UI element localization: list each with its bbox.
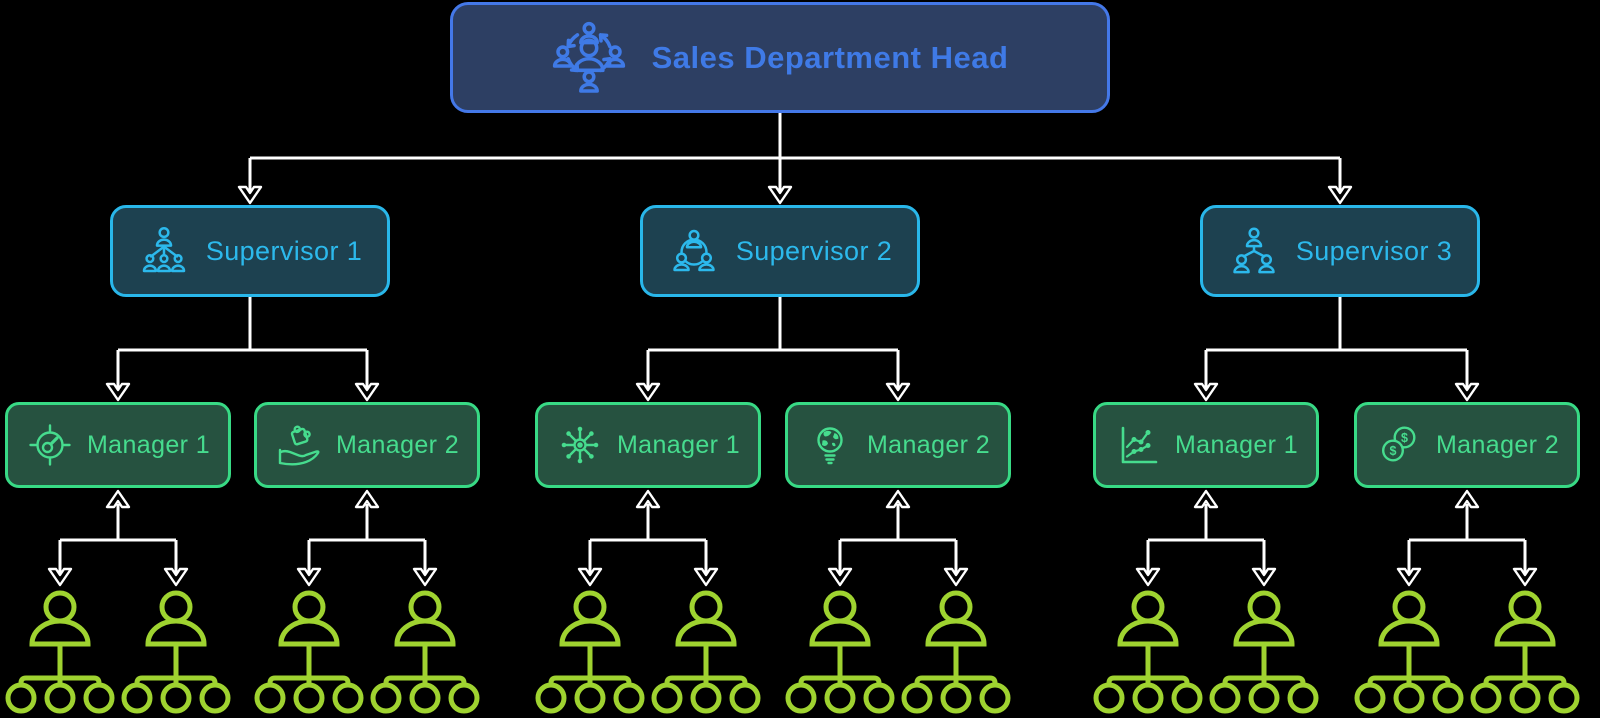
team-group-icon-9 (1093, 588, 1203, 714)
team-circle-icon (673, 229, 715, 272)
node-supervisor-1: Supervisor 1 (110, 205, 390, 297)
node-label: Supervisor 1 (205, 235, 363, 266)
line-chart-icon (1121, 426, 1158, 464)
team-group-icon-12 (1470, 588, 1580, 714)
team-group-icon-4 (370, 588, 480, 714)
team-group-icon-6 (651, 588, 761, 714)
team-group-icon-11 (1354, 588, 1464, 714)
bulb-globe-icon (817, 427, 843, 465)
network-hub-icon (561, 426, 599, 464)
node-label: Manager 1 (1174, 430, 1299, 459)
team-group-icon-2 (121, 588, 231, 714)
node-manager-1-under-supervisor-3: Manager 1 (1093, 402, 1319, 488)
coins-icon: $ $ (1381, 426, 1416, 462)
node-label: Manager 2 (866, 430, 991, 459)
team-group-icon-8 (901, 588, 1011, 714)
node-label: Supervisor 3 (1295, 235, 1453, 266)
team-group-icon-10 (1209, 588, 1319, 714)
team-group-icon-3 (254, 588, 364, 714)
node-label: Manager 2 (335, 430, 460, 459)
node-label: Manager 1 (616, 430, 741, 459)
node-manager-2-under-supervisor-2: Manager 2 (785, 402, 1011, 488)
node-manager-1-under-supervisor-2: Manager 1 (535, 402, 761, 488)
team-group-icon-7 (785, 588, 895, 714)
node-label: Supervisor 2 (735, 235, 893, 266)
team-group-icon-1 (5, 588, 115, 714)
node-manager-1-under-supervisor-1: Manager 1 (5, 402, 231, 488)
team-group-icon-5 (535, 588, 645, 714)
node-label: Manager 2 (1435, 430, 1560, 459)
target-gauge-icon (29, 424, 71, 466)
node-manager-2-under-supervisor-1: Manager 2 (254, 402, 480, 488)
org-branch-icon (1233, 227, 1275, 274)
svg-text:$: $ (1401, 431, 1408, 445)
node-supervisor-3: Supervisor 3 (1200, 205, 1480, 297)
leader-team-icon (142, 227, 186, 273)
svg-text:$: $ (1389, 444, 1396, 458)
node-label: Sales Department Head (651, 40, 1009, 75)
node-label: Manager 1 (86, 430, 211, 459)
hand-puzzle-icon (278, 425, 320, 466)
team-cycle-icon (552, 21, 625, 93)
node-supervisor-2: Supervisor 2 (640, 205, 920, 297)
node-sales-department-head: Sales Department Head (450, 2, 1110, 113)
node-manager-2-under-supervisor-3: $ $ Manager 2 (1354, 402, 1580, 488)
